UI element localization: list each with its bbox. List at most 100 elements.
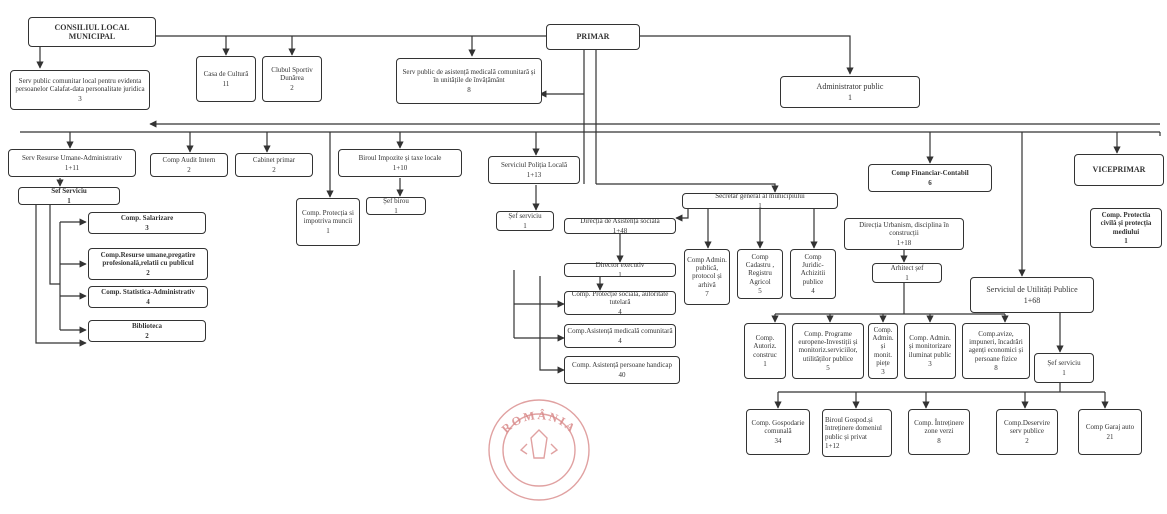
- node-title: Biroul Impozite și taxe locale: [358, 154, 442, 163]
- node-title: Arhitect șef: [890, 264, 924, 273]
- node-count: 7: [705, 289, 709, 298]
- node-count: 5: [758, 286, 762, 295]
- node-programe-europene: Comp. Programe europene-Investiții și mo…: [792, 323, 864, 379]
- node-title: Șef serviciu: [1047, 359, 1081, 368]
- node-sef-serviciu-ru: Sef Serviciu 1: [18, 187, 120, 205]
- node-domeniu-public: Biroul Gospod.și întreținere domeniul pu…: [822, 409, 892, 457]
- node-title: Serv Resurse Umane-Administrativ: [22, 154, 122, 163]
- node-audit-intern: Comp Audit Intern 2: [150, 153, 228, 177]
- node-salarizare: Comp. Salarizare 3: [88, 212, 206, 234]
- node-title: Comp Cadastru , Registru Agricol: [745, 253, 775, 286]
- node-title: Secretar general al municipiului: [715, 192, 805, 201]
- node-title: Comp. Întreținere zone verzi: [914, 419, 964, 436]
- node-directia-asistenta-sociala: Direcția de Asistență socială 1+48: [564, 217, 676, 235]
- node-casa-de-cultura: Casa de Cultură 11: [196, 56, 256, 102]
- node-title: Administrator public: [816, 82, 884, 92]
- node-count: 2: [1025, 436, 1029, 445]
- node-utilitati-publice: Serviciul de Utilități Publice 1+68: [970, 277, 1094, 313]
- node-count: 40: [618, 370, 626, 379]
- node-title: Comp.Asistență medicală comunitară: [567, 327, 673, 336]
- node-count: 1+48: [612, 226, 628, 235]
- node-count: 5: [826, 363, 830, 372]
- node-count: 2: [146, 268, 150, 277]
- node-sef-serviciu-politia: Șef serviciu 1: [496, 211, 554, 231]
- node-protectia-civila: Comp. Protectia civilă și protecția medi…: [1090, 208, 1162, 248]
- node-title: Comp. Admin. și monit. piețe: [872, 326, 894, 367]
- node-count: 1: [1124, 236, 1128, 245]
- node-count: 1: [1062, 368, 1066, 377]
- node-title: Comp. Protectia civilă și protecția medi…: [1100, 211, 1152, 236]
- node-count: 4: [811, 286, 815, 295]
- node-autorizari-constructii: Comp. Autoriz. construc 1: [744, 323, 786, 379]
- node-count: 8: [994, 363, 998, 372]
- node-primar: PRIMAR: [546, 24, 640, 50]
- node-title: Casa de Cultură: [203, 70, 249, 79]
- node-impozite-taxe: Biroul Impozite și taxe locale 1+10: [338, 149, 462, 177]
- node-title: Comp Admin. publică, protocol și arhivă: [687, 256, 727, 289]
- node-count: 1+10: [392, 163, 408, 172]
- romania-stamp-seal: ROMÂNIA: [488, 399, 590, 501]
- node-title: Biblioteca: [132, 322, 162, 331]
- node-garaj-auto: Comp Garaj auto 21: [1078, 409, 1142, 455]
- node-count: 8: [937, 436, 941, 445]
- node-politia-locala: Serviciul Poliția Locală 1+13: [488, 156, 580, 184]
- node-count: 1: [326, 226, 330, 235]
- node-count: 6: [928, 178, 932, 187]
- node-count: 1: [618, 270, 622, 279]
- node-administrator-public: Administrator public 1: [780, 76, 920, 108]
- node-biblioteca: Biblioteca 2: [88, 320, 206, 342]
- node-count: 1+11: [64, 163, 80, 172]
- node-asistenta-comunitara: Comp.Asistență medicală comunitară 4: [564, 324, 676, 348]
- node-count: 1+68: [1023, 295, 1041, 305]
- node-clubul-sportiv: Clubul Sportiv Dunărea 2: [262, 56, 322, 102]
- node-evidenta-persoanelor: Serv public comunitar local pentru evide…: [10, 70, 150, 110]
- node-count: 11: [222, 79, 230, 88]
- node-count: 21: [1106, 432, 1114, 441]
- node-count: 3: [145, 223, 149, 232]
- node-statistica-administrativ: Comp. Statistica-Administrativ 4: [88, 286, 208, 308]
- node-count: 1: [394, 206, 398, 215]
- node-title: PRIMAR: [576, 32, 610, 42]
- node-iluminat-public: Comp. Admin. și monitorizare iluminat pu…: [904, 323, 956, 379]
- node-title: Comp. Autoriz. construc: [753, 334, 777, 359]
- node-title: Comp. Statistica-Administrativ: [101, 288, 195, 297]
- node-title: Comp. Admin. și monitorizare iluminat pu…: [908, 334, 952, 359]
- node-title: Direcția Urbanism, disciplina în constru…: [859, 221, 949, 238]
- node-title: Comp. Asistență persoane handicap: [572, 361, 672, 370]
- node-resurse-umane: Serv Resurse Umane-Administrativ 1+11: [8, 149, 136, 177]
- node-viceprimar: VICEPRIMAR: [1074, 154, 1164, 186]
- node-count: 1: [763, 359, 767, 368]
- node-count: 1: [67, 196, 71, 205]
- node-cabinet-primar: Cabinet primar 2: [235, 153, 313, 177]
- stamp-text: ROMÂNIA: [499, 408, 578, 436]
- node-admin-publica: Comp Admin. publică, protocol și arhivă …: [684, 249, 730, 305]
- node-count: 2: [145, 331, 149, 340]
- node-gospodarie-comunala: Comp. Gospodarie comunală 34: [746, 409, 810, 455]
- node-title: Comp Garaj auto: [1085, 423, 1135, 432]
- node-title: Șef birou: [383, 197, 409, 206]
- node-count: 3: [928, 359, 932, 368]
- node-count: 1: [905, 273, 909, 282]
- node-title: Serv public de asistență medicală comuni…: [402, 68, 536, 85]
- node-count: 1: [848, 92, 852, 102]
- node-directia-urbanism: Direcția Urbanism, disciplina în constru…: [844, 218, 964, 250]
- node-consiliul-local: CONSILIUL LOCAL MUNICIPAL: [28, 17, 156, 47]
- node-director-executiv: Director executiv 1: [564, 261, 676, 279]
- node-title: Cabinet primar: [252, 156, 296, 165]
- node-title: Direcția de Asistență socială: [580, 217, 660, 226]
- node-deservire-serv-publice: Comp.Deservire serv publice 2: [996, 409, 1058, 455]
- node-count: 1+12: [825, 441, 840, 450]
- node-count: 2: [187, 165, 191, 174]
- node-title: Comp.Deservire serv publice: [1003, 419, 1051, 436]
- node-title: Șef serviciu: [508, 212, 542, 221]
- node-title: Comp Audit Intern: [162, 156, 216, 165]
- node-count: 1: [523, 221, 527, 230]
- node-title: Comp. Protecția si impotriva muncii: [302, 209, 354, 226]
- node-title: Comp.Resurse umane,pregatire profesional…: [100, 251, 196, 268]
- node-title: VICEPRIMAR: [1092, 165, 1146, 175]
- node-sef-serviciu-utilitati: Șef serviciu 1: [1034, 353, 1094, 383]
- node-title: Director executiv: [595, 261, 645, 270]
- node-financiar-contabil: Comp Financiar-Contabil 6: [868, 164, 992, 192]
- node-zone-verzi: Comp. Întreținere zone verzi 8: [908, 409, 970, 455]
- node-admin-piete: Comp. Admin. și monit. piețe 3: [868, 323, 898, 379]
